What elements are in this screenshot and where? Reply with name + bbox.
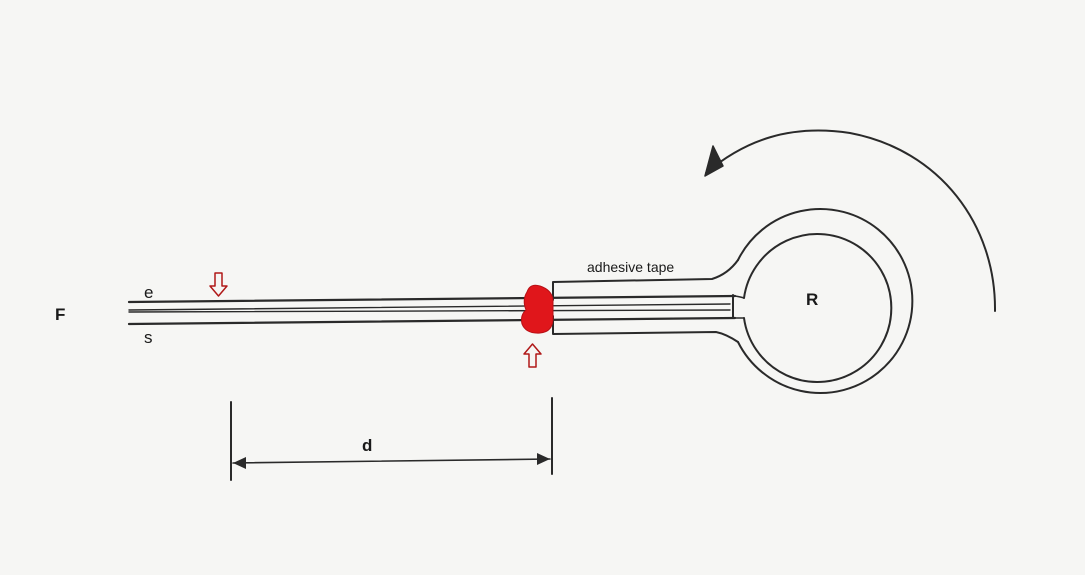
ring-outer-loop [737, 208, 914, 394]
dimension-line [232, 458, 551, 464]
label-d: d [362, 436, 372, 455]
label-s: s [144, 328, 153, 347]
ring-join-upper [734, 295, 745, 299]
adhesive-blob [521, 284, 554, 334]
dimension-arrowhead-right [537, 453, 550, 465]
label-f: F [55, 305, 65, 324]
rotation-arc [705, 129, 997, 312]
adhesive-tape-sleeve [552, 259, 739, 343]
label-adhesive-tape: adhesive tape [587, 259, 674, 275]
down-arrow-icon [209, 272, 228, 297]
up-arrow-icon [523, 343, 542, 368]
ring [734, 208, 914, 394]
dimension-arrowhead-left [233, 457, 246, 469]
ring-inner-loop [743, 233, 893, 383]
rotation-arrowhead [704, 145, 724, 177]
tape-upper-edge [552, 259, 739, 301]
label-e: e [144, 283, 153, 302]
label-r: R [806, 290, 818, 309]
strip [127, 294, 737, 326]
strip-upper-outer [127, 294, 737, 304]
curved-arrow-icon [704, 129, 997, 312]
tape-lower-edge [552, 315, 739, 343]
strip-lower-inner [128, 309, 731, 313]
dimension-d [230, 397, 553, 481]
strip-lower-outer [127, 316, 737, 326]
strip-upper-inner [128, 303, 731, 311]
